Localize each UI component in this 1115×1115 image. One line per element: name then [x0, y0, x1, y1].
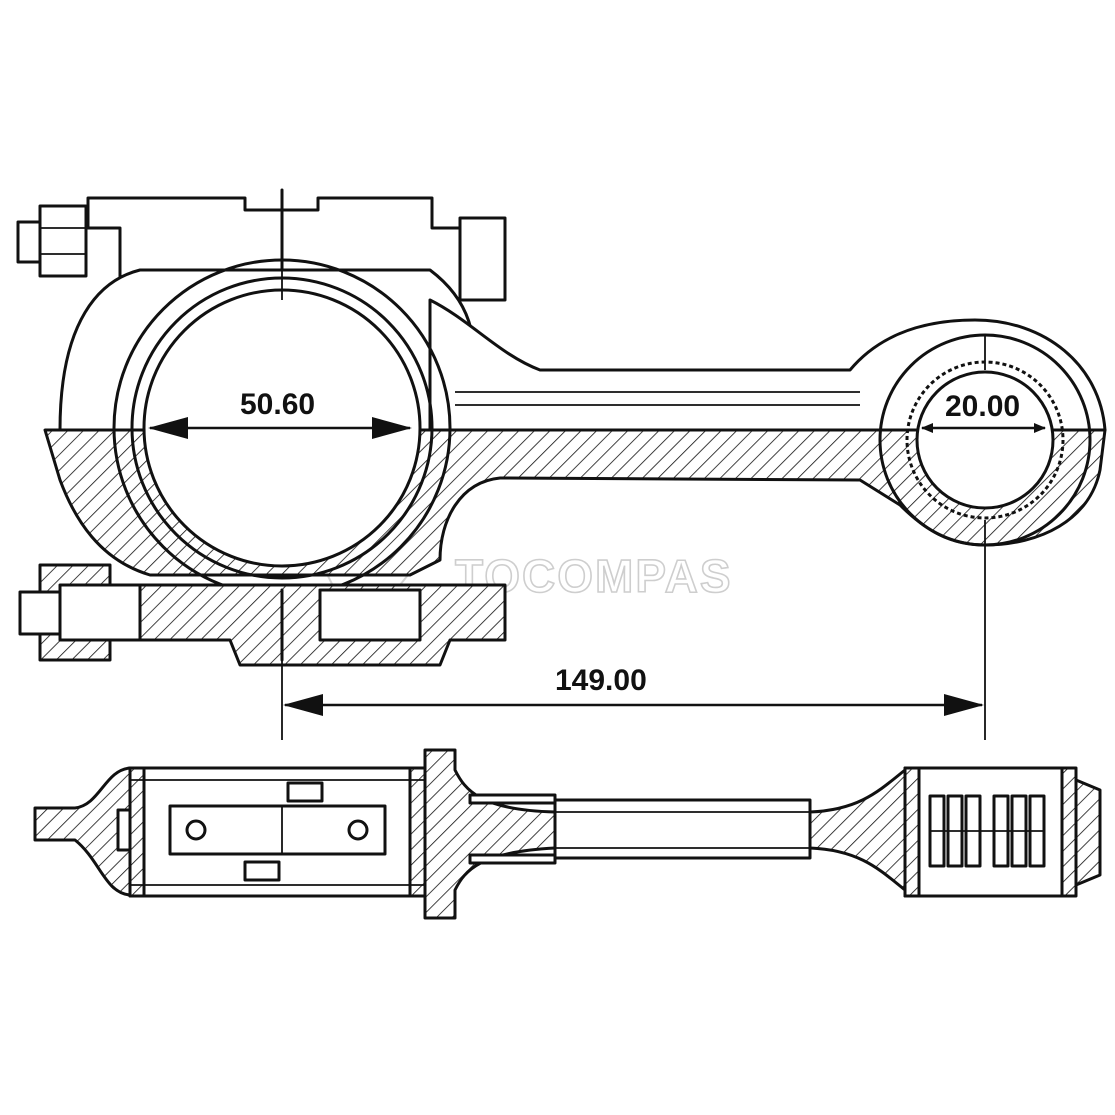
- top-view: [16, 188, 1107, 667]
- needle-bearing: [928, 794, 1046, 868]
- dimension-small-end: 20.00: [921, 390, 1046, 433]
- dimension-center-distance-value: 149.00: [555, 664, 647, 697]
- dimension-center-distance: 149.00: [281, 520, 986, 740]
- dimension-big-end-value: 50.60: [240, 388, 315, 421]
- small-end-bore: [915, 370, 1055, 510]
- side-rod-shank: [553, 798, 812, 860]
- side-view: [33, 748, 1102, 920]
- bolt-head: [38, 204, 88, 278]
- dimension-big-end: 50.60: [148, 388, 412, 439]
- dimension-small-end-value: 20.00: [945, 390, 1020, 423]
